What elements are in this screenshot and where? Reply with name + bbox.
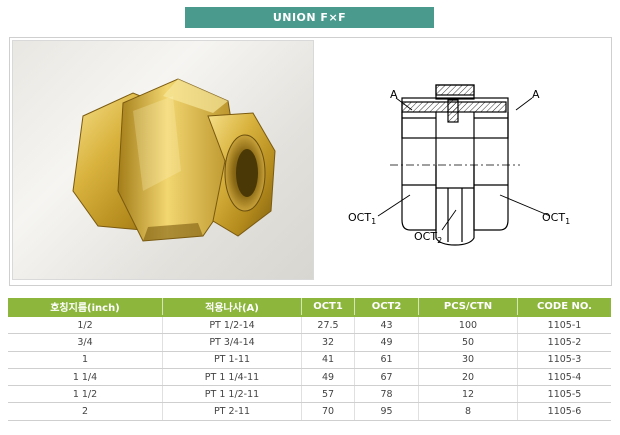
cell-oct2: 49 bbox=[354, 333, 419, 352]
cell-oct2: 61 bbox=[354, 351, 419, 369]
label-oct1-right: OCT1 bbox=[542, 211, 570, 226]
label-oct2: OCT2 bbox=[414, 230, 442, 245]
cell-oct2: 95 bbox=[354, 402, 419, 421]
cell-size: 1/2 bbox=[8, 315, 163, 335]
page-title: UNION F×F bbox=[185, 7, 434, 28]
cell-thread: PT 1-11 bbox=[162, 351, 302, 369]
cell-oct1: 57 bbox=[301, 385, 355, 404]
cell-oct1: 70 bbox=[301, 402, 355, 421]
col-header-thread: 적용나사(A) bbox=[162, 298, 302, 316]
cell-pcs: 8 bbox=[418, 402, 518, 421]
cell-thread: PT 1 1/4-11 bbox=[162, 368, 302, 387]
cell-code: 1105-6 bbox=[517, 402, 611, 421]
label-a-right: A bbox=[532, 88, 540, 101]
cell-size: 1 bbox=[8, 351, 163, 369]
table-row: 3/4 PT 3/4-14 32 49 50 1105-2 bbox=[8, 333, 611, 352]
label-oct1-left: OCT1 bbox=[348, 211, 376, 226]
cell-oct1: 41 bbox=[301, 351, 355, 369]
spec-table: 호칭지름(inch) 적용나사(A) OCT1 OCT2 PCS/CTN COD… bbox=[8, 298, 611, 421]
label-a-left: A bbox=[390, 88, 398, 101]
cell-oct1: 49 bbox=[301, 368, 355, 387]
col-header-pcs: PCS/CTN bbox=[418, 298, 518, 316]
cell-oct1: 27.5 bbox=[301, 315, 355, 335]
cell-code: 1105-4 bbox=[517, 368, 611, 387]
cell-pcs: 12 bbox=[418, 385, 518, 404]
cell-oct2: 43 bbox=[354, 315, 419, 335]
technical-drawing: A A OCT1 OCT1 OCT2 bbox=[330, 70, 600, 270]
cell-code: 1105-1 bbox=[517, 315, 611, 335]
brass-union-image bbox=[72, 78, 276, 242]
table-row: 1 1/4 PT 1 1/4-11 49 67 20 1105-4 bbox=[8, 368, 611, 387]
cell-size: 2 bbox=[8, 402, 163, 421]
col-header-oct1: OCT1 bbox=[301, 298, 355, 316]
col-header-code: CODE NO. bbox=[517, 298, 611, 316]
table-row: 1 PT 1-11 41 61 30 1105-3 bbox=[8, 351, 611, 369]
table-row: 2 PT 2-11 70 95 8 1105-6 bbox=[8, 402, 611, 421]
cell-pcs: 50 bbox=[418, 333, 518, 352]
union-cross-section: A A OCT1 OCT1 OCT2 bbox=[348, 84, 570, 246]
cell-pcs: 30 bbox=[418, 351, 518, 369]
cell-code: 1105-5 bbox=[517, 385, 611, 404]
product-photo bbox=[12, 40, 314, 280]
cell-pcs: 100 bbox=[418, 315, 518, 335]
cell-size: 1 1/2 bbox=[8, 385, 163, 404]
col-header-size: 호칭지름(inch) bbox=[8, 298, 163, 316]
table-row: 1/2 PT 1/2-14 27.5 43 100 1105-1 bbox=[8, 315, 611, 335]
cell-oct2: 78 bbox=[354, 385, 419, 404]
cell-thread: PT 3/4-14 bbox=[162, 333, 302, 352]
cell-thread: PT 1 1/2-11 bbox=[162, 385, 302, 404]
cell-thread: PT 1/2-14 bbox=[162, 315, 302, 335]
cell-oct2: 67 bbox=[354, 368, 419, 387]
cell-size: 3/4 bbox=[8, 333, 163, 352]
table-row: 1 1/2 PT 1 1/2-11 57 78 12 1105-5 bbox=[8, 385, 611, 404]
table-header-row: 호칭지름(inch) 적용나사(A) OCT1 OCT2 PCS/CTN COD… bbox=[8, 298, 611, 316]
cell-oct1: 32 bbox=[301, 333, 355, 352]
cell-size: 1 1/4 bbox=[8, 368, 163, 387]
col-header-oct2: OCT2 bbox=[354, 298, 419, 316]
cell-code: 1105-2 bbox=[517, 333, 611, 352]
cell-code: 1105-3 bbox=[517, 351, 611, 369]
cell-thread: PT 2-11 bbox=[162, 402, 302, 421]
cell-pcs: 20 bbox=[418, 368, 518, 387]
